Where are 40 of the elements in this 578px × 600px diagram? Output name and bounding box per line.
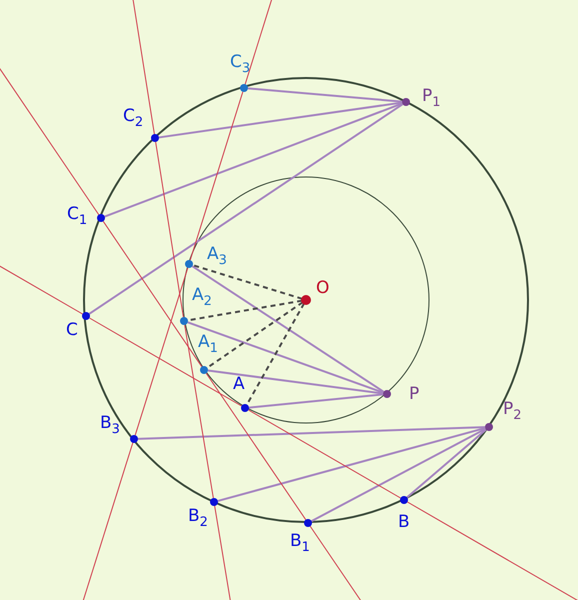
point-label: C$_{3}$ [230,54,250,75]
point-label: C$_{2}$ [123,108,144,129]
point-label: C$_{1}$ [67,206,88,227]
segment-line [218,427,486,502]
segment-line [248,87,402,103]
radius-line [206,301,304,369]
point-label: A$_{1}$ [198,334,218,355]
segment-line [88,103,404,315]
segment-line [138,426,486,440]
tangent-line [88,318,242,406]
point-label: A$_{3}$ [207,246,227,267]
segment-line [192,265,384,393]
point-label: B$_{3}$ [100,415,120,436]
segment-line [406,428,487,498]
tangent-line [155,141,184,318]
tangent-line [190,91,244,261]
radius-line [192,264,302,300]
tangent-line [184,324,214,499]
segment-line [311,428,486,522]
point-label: P$_{2}$ [503,401,522,422]
tangent-line [248,410,402,498]
point-label: B [398,514,410,531]
point-label: A$_{2}$ [192,287,212,308]
segment-line [208,370,384,394]
point-label: A [233,376,245,393]
segment-line [158,102,402,138]
tangent-line [206,372,306,520]
tangent-line [134,267,188,436]
segment-line [187,321,384,394]
radius-line [246,303,305,405]
point-label: B$_{1}$ [290,533,310,554]
tangent-line [102,220,202,368]
point-label: B$_{2}$ [188,508,208,529]
point-label: C [66,322,78,339]
point-label: O [316,280,330,297]
point-label: P [409,386,420,403]
radius-line [188,300,302,322]
point-label: P$_{1}$ [422,88,441,109]
segment-line [248,393,384,409]
segment-line [104,102,403,218]
